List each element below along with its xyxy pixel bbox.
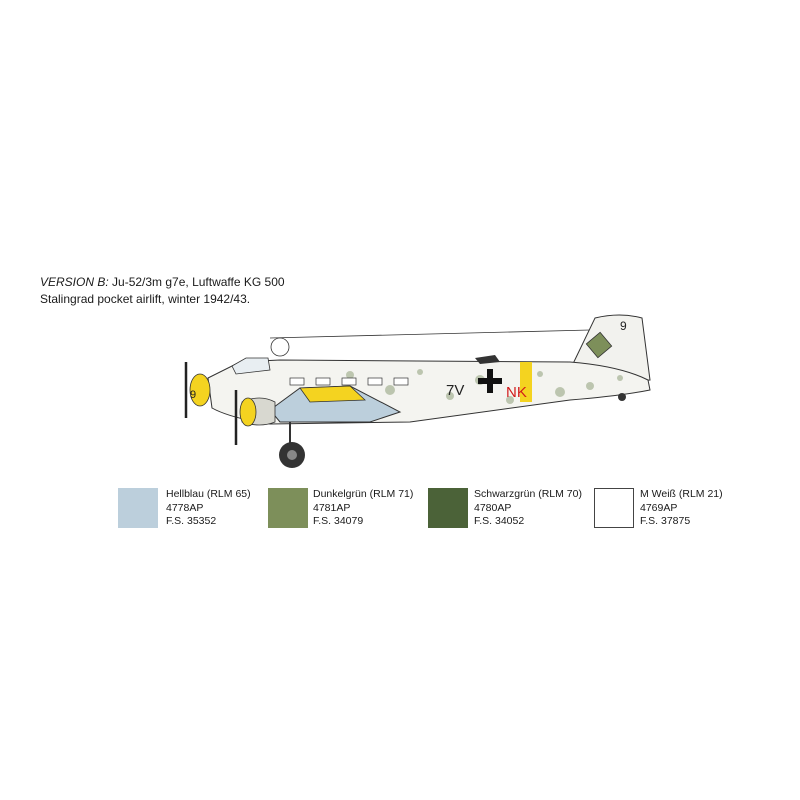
balkenkreuz-insignia	[478, 369, 502, 393]
paint-code: 4769AP	[640, 501, 678, 514]
tail-number: 9	[620, 319, 627, 333]
paint-fs: F.S. 37875	[640, 515, 691, 527]
paint-label-hellblau: Hellblau (RLM 65) 4778AP F.S. 35352	[166, 488, 251, 529]
aircraft-title: Ju-52/3m g7e, Luftwaffe KG 500	[108, 275, 285, 289]
caption-line-1: VERSION B: Ju-52/3m g7e, Luftwaffe KG 50…	[40, 274, 285, 291]
paint-code: 4781AP	[313, 501, 351, 514]
caption-line-2: Stalingrad pocket airlift, winter 1942/4…	[40, 292, 251, 306]
paint-label-dunkelgruen: Dunkelgrün (RLM 71) 4781AP F.S. 34079	[313, 488, 413, 529]
nose-number: 9	[190, 389, 196, 401]
paint-name: Schwarzgrün (RLM 70)	[474, 488, 582, 500]
fuselage-code-right: NK	[506, 384, 527, 401]
paint-swatch-schwarzgruen	[428, 488, 468, 528]
paint-swatch-hellblau	[118, 488, 158, 528]
paint-name: Dunkelgrün (RLM 71)	[313, 488, 414, 500]
version-caption: VERSION B: Ju-52/3m g7e, Luftwaffe KG 50…	[40, 274, 285, 308]
paint-fs: F.S. 34052	[474, 515, 525, 527]
paint-label-schwarzgruen: Schwarzgrün (RLM 70) 4780AP F.S. 34052	[474, 488, 582, 529]
paint-swatch-weiss	[594, 488, 634, 528]
aircraft-profile-illustration: 9 7V NK 9	[184, 314, 651, 468]
paint-name: Hellblau (RLM 65)	[166, 488, 251, 500]
paint-fs: F.S. 34079	[313, 515, 364, 527]
paint-fs: F.S. 35352	[166, 515, 217, 527]
paint-name: M Weiß (RLM 21)	[640, 488, 723, 500]
fuselage-code-left: 7V	[446, 382, 464, 399]
version-label: VERSION B:	[40, 275, 109, 289]
paint-code: 4780AP	[474, 501, 512, 514]
paint-code: 4778AP	[166, 501, 204, 514]
paint-swatch-dunkelgruen	[268, 488, 308, 528]
paint-label-weiss: M Weiß (RLM 21) 4769AP F.S. 37875	[640, 488, 723, 529]
